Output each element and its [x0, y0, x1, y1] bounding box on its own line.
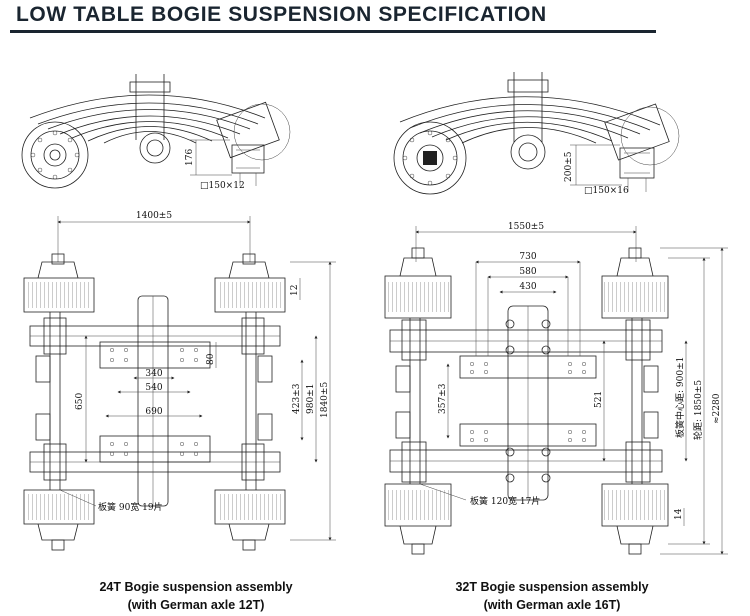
title-underline [10, 30, 656, 33]
right-dim-521: 521 [594, 391, 604, 408]
left-dim-540: 540 [145, 383, 162, 393]
left-side-height-label: 176 [185, 149, 195, 166]
right-side-height-label: 200±5 [564, 151, 574, 182]
left-wheel-top-left [23, 253, 95, 313]
left-track-dim: 1400±5 [136, 211, 172, 221]
right-caption-line2: (with German axle 16T) [483, 598, 621, 612]
left-dim-650: 650 [75, 393, 85, 410]
right-wheel-bottom-right [601, 483, 669, 555]
left-wheel-bottom-right [214, 489, 286, 551]
left-caption-line1: 24T Bogie suspension assembly [99, 580, 293, 594]
left-dim-980: 980±1 [306, 384, 316, 414]
left-spring-note: 板簧 90宽 19片 [98, 501, 163, 513]
left-dim-423: 423±3 [292, 383, 302, 414]
left-dim-690: 690 [145, 407, 162, 417]
right-caption-line1: 32T Bogie suspension assembly [455, 580, 649, 594]
right-dim-900: 板簧中心距: 900±1 [674, 357, 686, 438]
page-title: LOW TABLE BOGIE SUSPENSION SPECIFICATION [16, 3, 547, 26]
left-wheel-top-right [214, 253, 286, 313]
right-dim-430: 430 [519, 282, 536, 292]
right-side-view: 200±5 □150×16 [393, 72, 680, 196]
right-plan-view: 1550±5 [384, 222, 728, 555]
left-dim-80: 80 [206, 353, 216, 365]
right-dim-357: 357±3 [438, 383, 448, 414]
left-side-section-label: □150×12 [200, 181, 245, 191]
right-dim-14: 14 [674, 508, 684, 520]
right-spring-note: 板簧 120宽 17片 [470, 495, 540, 507]
right-wheel-bottom-left [384, 483, 452, 555]
right-wheel-top-right [601, 247, 669, 319]
right-dim-580: 580 [519, 267, 536, 277]
right-track-dim: 1550±5 [508, 222, 544, 232]
left-dim-1840: 1840±5 [320, 382, 330, 418]
left-side-view: 176 □150×12 [21, 74, 291, 191]
left-wheel-bottom-left [23, 489, 95, 551]
left-caption-line2: (with German axle 12T) [127, 598, 265, 612]
left-dim-12: 12 [290, 285, 300, 296]
right-caption: 32T Bogie suspension assembly (with Germ… [422, 578, 682, 614]
right-dim-1850: 轮距: 1850±5 [692, 380, 704, 440]
right-wheel-top-left [384, 247, 452, 319]
left-dim-340: 340 [145, 369, 162, 379]
left-caption: 24T Bogie suspension assembly (with Germ… [66, 578, 326, 614]
left-plan-view: 1400±5 [23, 211, 336, 551]
right-dim-2280: ≈2280 [712, 393, 722, 424]
right-dim-730: 730 [519, 252, 536, 262]
right-side-section-label: □150×16 [584, 186, 629, 196]
